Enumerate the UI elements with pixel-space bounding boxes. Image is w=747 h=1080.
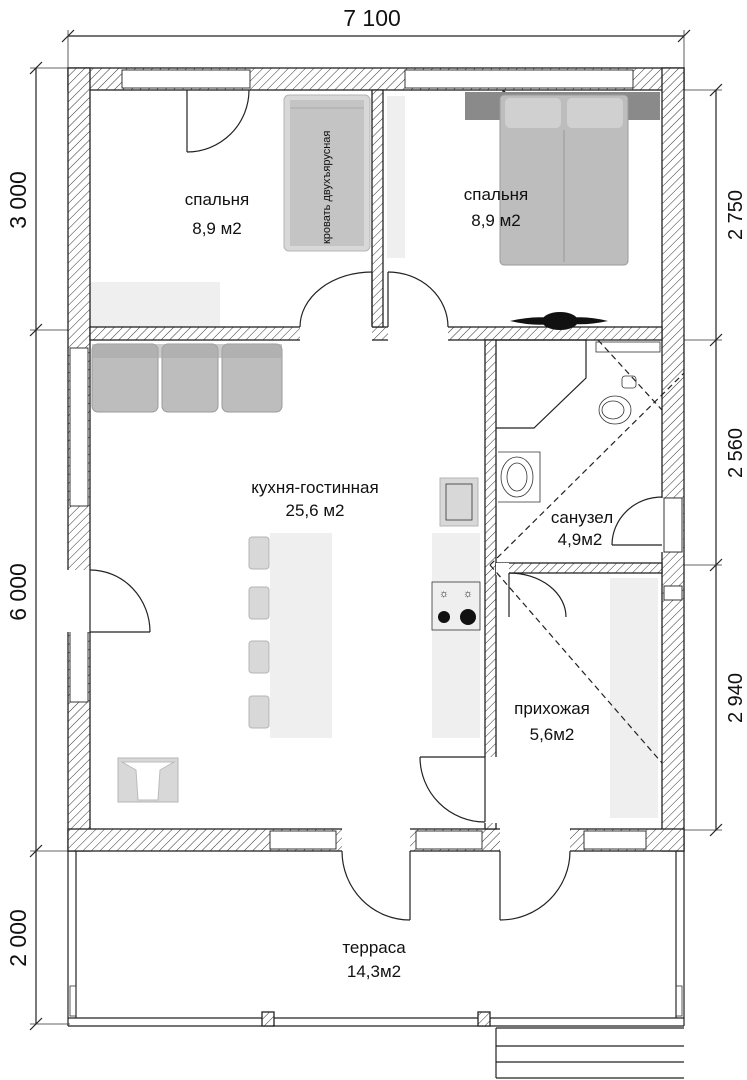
room-living: кухня-гостинная 25,6 м2 — [251, 478, 378, 520]
light-furnishings — [90, 96, 658, 818]
bunk-bed-label: кровать двухъярусная — [321, 131, 333, 244]
room-area: 5,6м2 — [530, 725, 575, 744]
room-name: спальня — [464, 185, 529, 204]
dim-left-middle: 6 000 — [5, 563, 31, 621]
dim-left-bottom: 2 000 — [5, 909, 31, 967]
room-name: терраса — [342, 938, 406, 957]
room-hall: прихожая 5,6м2 — [514, 699, 590, 744]
room-name: санузел — [551, 508, 613, 527]
room-bathroom: санузел 4,9м2 — [551, 508, 613, 549]
bunk-bed — [283, 94, 371, 252]
dim-left-top: 3 000 — [5, 171, 31, 229]
room-bedroom-right: спальня 8,9 м2 — [464, 185, 529, 230]
dim-right-middle: 2 560 — [725, 428, 747, 478]
room-area: 25,6 м2 — [286, 501, 345, 520]
room-name: прихожая — [514, 699, 590, 718]
room-area: 4,9м2 — [558, 530, 603, 549]
svg-text:☼: ☼ — [439, 588, 449, 600]
room-area: 8,9 м2 — [192, 219, 242, 238]
dim-overall-width: 7 100 — [343, 5, 401, 31]
sofa — [91, 343, 283, 413]
dim-right-bottom: 2 940 — [725, 673, 747, 723]
room-name: кухня-гостинная — [251, 478, 378, 497]
kitchen-fixtures: ☼ ☼ — [117, 477, 481, 803]
dim-right-top: 2 750 — [725, 190, 747, 240]
room-area: 8,9 м2 — [471, 211, 521, 230]
dimension-lines — [29, 29, 723, 1031]
room-terrace: терраса 14,3м2 — [342, 938, 406, 981]
ceiling-fan — [510, 312, 608, 330]
room-name: спальня — [185, 190, 250, 209]
terrace-structure — [67, 851, 685, 1079]
door-openings — [66, 326, 683, 852]
double-bed — [465, 92, 660, 266]
room-area: 14,3м2 — [347, 962, 401, 981]
room-bedroom-left: спальня 8,9 м2 — [185, 190, 250, 238]
bathroom-fixtures — [496, 339, 661, 503]
svg-text:☼: ☼ — [463, 588, 473, 600]
